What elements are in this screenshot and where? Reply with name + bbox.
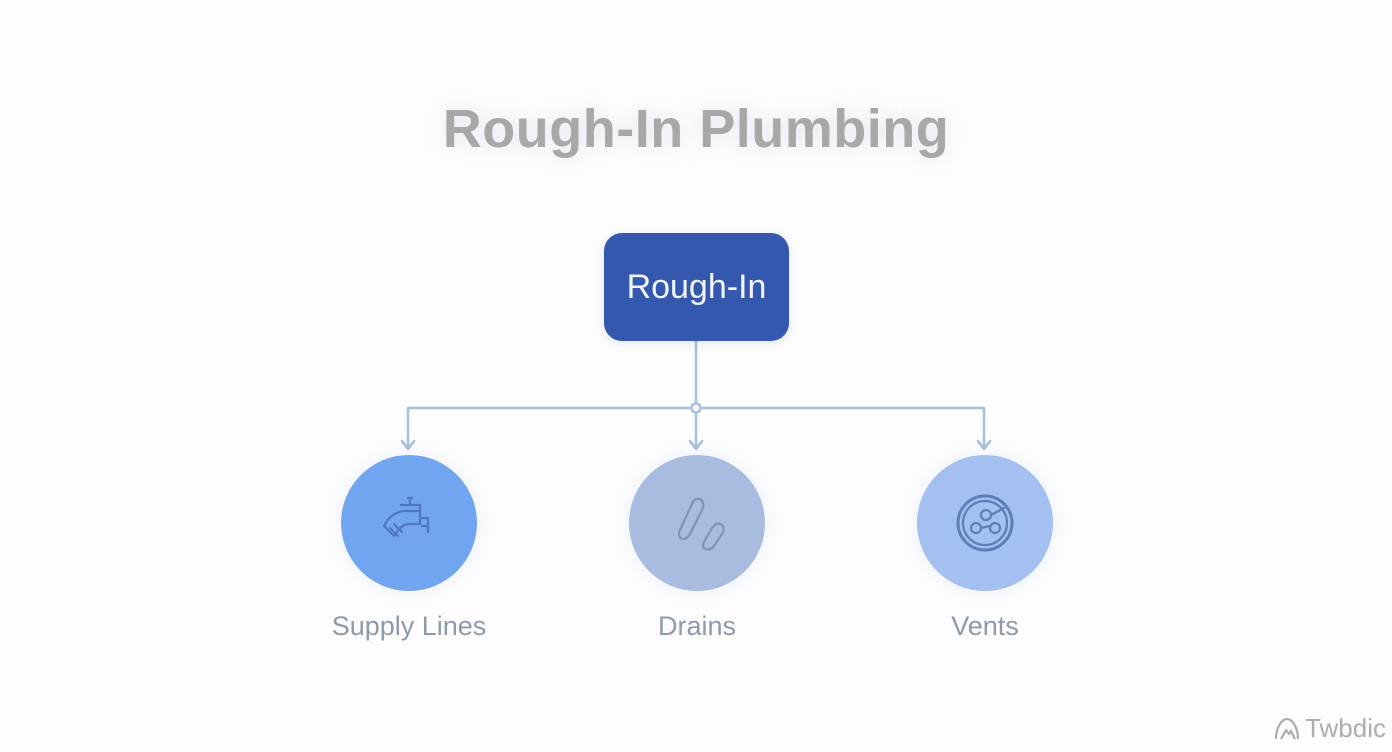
vents-label: Vents bbox=[951, 611, 1019, 641]
junction-dot bbox=[690, 402, 702, 414]
child-node-supply-lines[interactable]: Supply Lines bbox=[309, 455, 509, 642]
faucet-icon bbox=[382, 496, 430, 538]
diagram-title: Rough-In Plumbing bbox=[442, 99, 950, 159]
supply-circle bbox=[341, 455, 477, 591]
child-node-vents[interactable]: Vents bbox=[885, 455, 1085, 642]
root-node-rough-in[interactable]: Rough-In bbox=[604, 233, 789, 341]
arrowhead-supply bbox=[400, 439, 416, 451]
vent-cap-icon bbox=[956, 494, 1014, 552]
watermark-text: Twbdic bbox=[1305, 713, 1386, 743]
arrowhead-drains bbox=[688, 439, 704, 451]
watermark: Twbdic bbox=[1273, 713, 1386, 744]
drains-label: Drains bbox=[657, 611, 737, 641]
child-node-drains[interactable]: Drains bbox=[597, 455, 797, 642]
root-node-label: Rough-In bbox=[626, 267, 767, 306]
vents-circle bbox=[917, 455, 1053, 591]
supply-lines-label: Supply Lines bbox=[331, 611, 487, 641]
drain-pipes-icon bbox=[678, 497, 725, 551]
drains-circle bbox=[629, 455, 765, 591]
mountain-logo-icon bbox=[1274, 717, 1300, 740]
arrowhead-vents bbox=[976, 439, 992, 451]
